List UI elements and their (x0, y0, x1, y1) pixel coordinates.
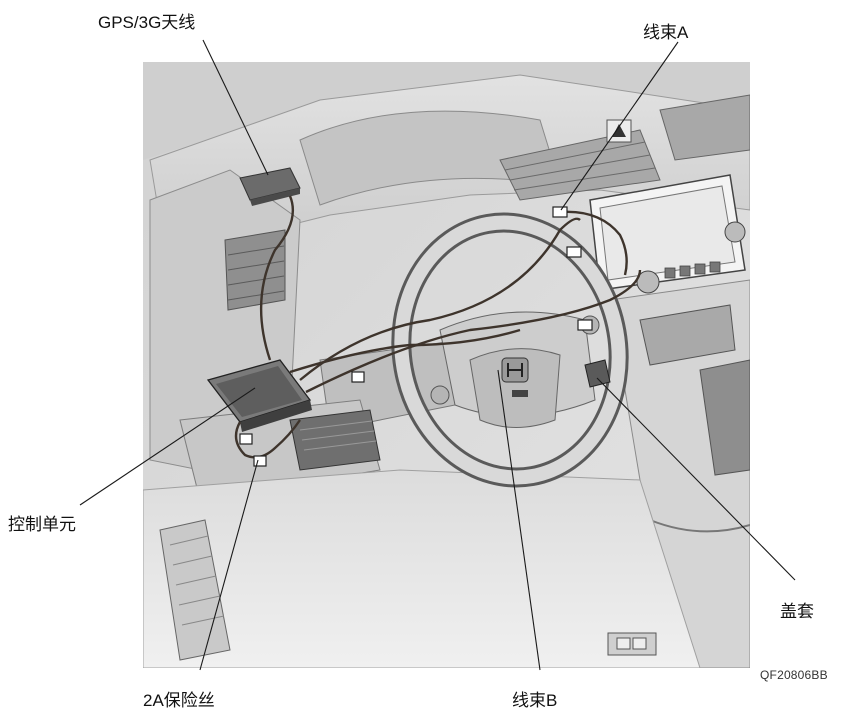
label-control-unit: 控制单元 (8, 515, 76, 535)
label-harness-a: 线束A (643, 23, 689, 42)
leader-lines (79, 39, 796, 671)
illustration-panel (143, 62, 750, 668)
label-cover: 盖套 (780, 602, 814, 622)
leader-cover (596, 377, 796, 581)
leader-antenna (202, 39, 269, 176)
leader-harness-a (560, 41, 679, 211)
label-antenna: GPS/3G天线 (98, 13, 196, 32)
figure-code: QF20806BB (760, 668, 828, 682)
leader-fuse (199, 459, 259, 671)
wire-harness (234, 195, 642, 459)
label-harness-b: 线束B (512, 691, 558, 710)
leader-control-unit (79, 387, 256, 506)
label-fuse: 2A保险丝 (143, 691, 215, 710)
leader-harness-b (497, 369, 541, 671)
